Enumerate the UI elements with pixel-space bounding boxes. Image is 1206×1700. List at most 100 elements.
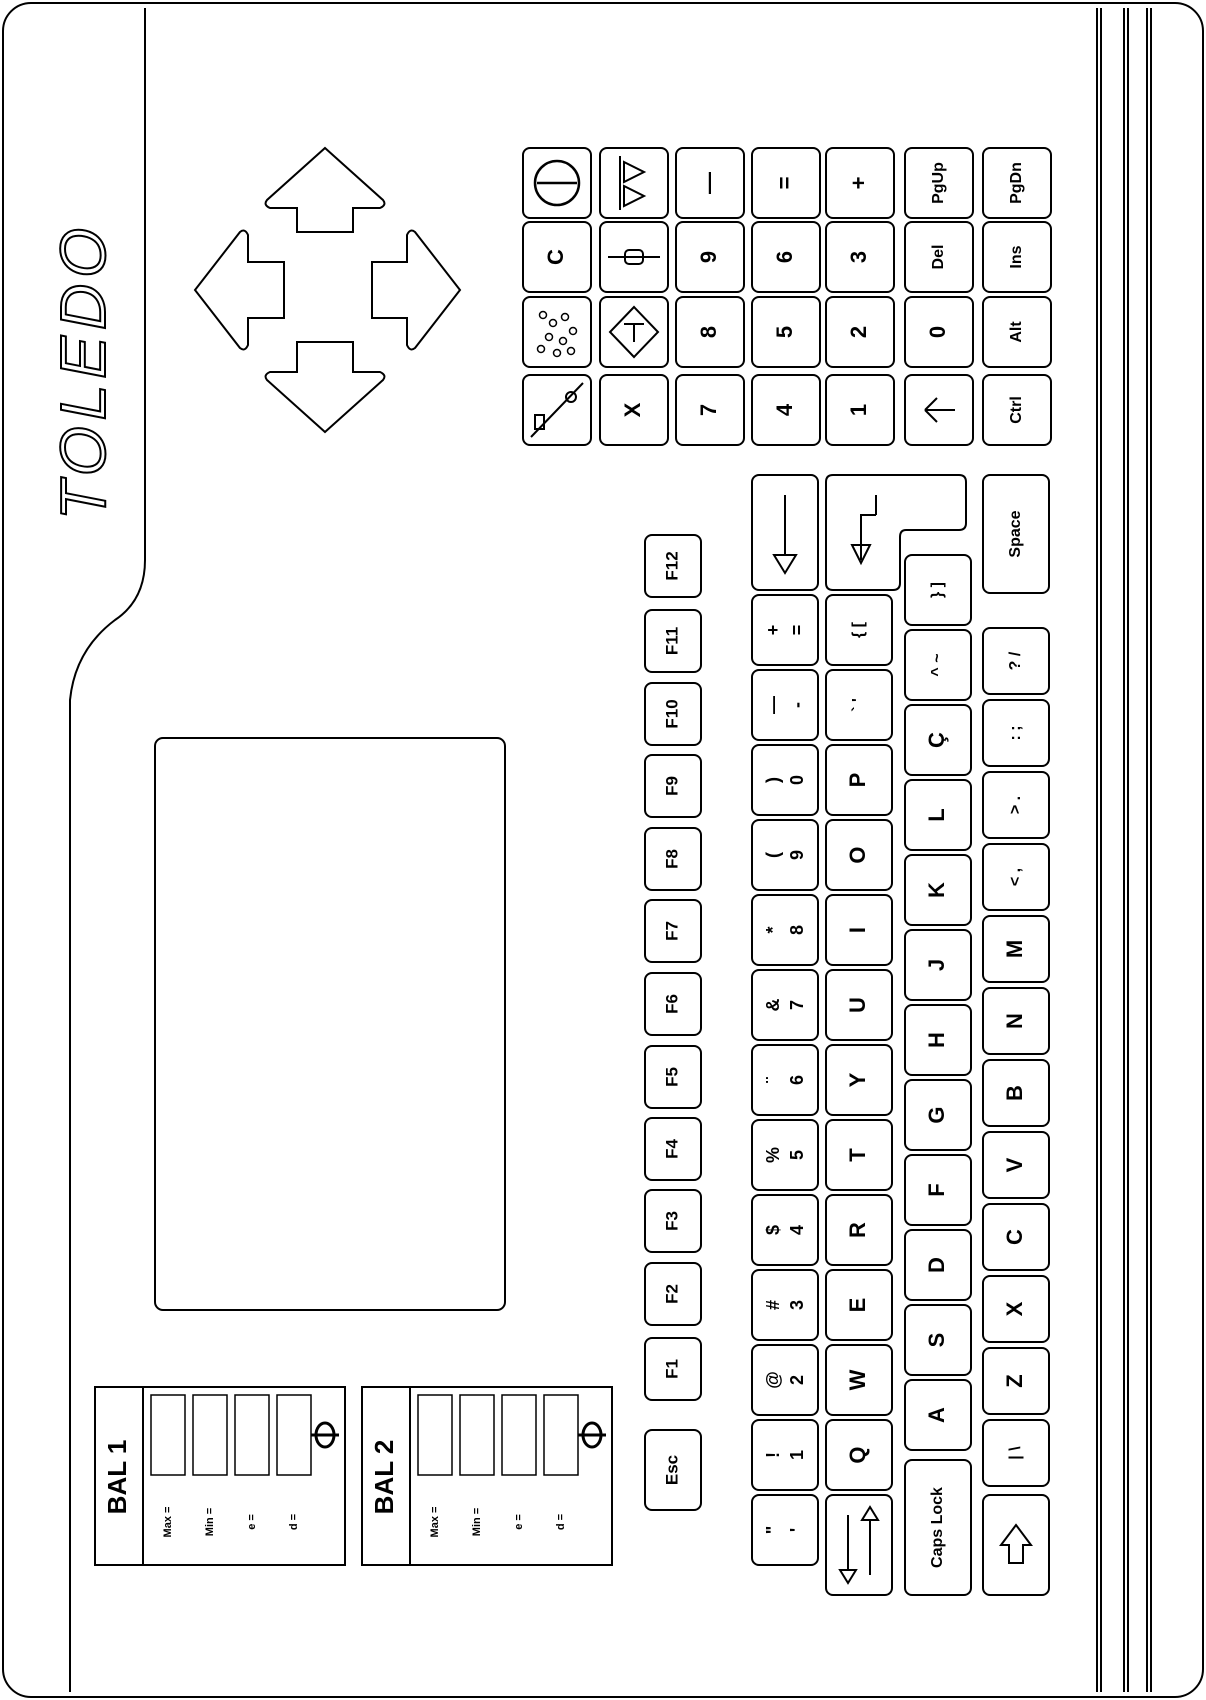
numpad-key-3[interactable]: 3 (825, 221, 895, 293)
numpad-key-6[interactable]: 6 (751, 221, 821, 293)
key-t[interactable]: T (825, 1119, 893, 1191)
space-key[interactable]: Space (982, 474, 1050, 594)
key-k[interactable]: K (904, 854, 972, 926)
key-2[interactable]: @2 (751, 1344, 819, 1416)
key-f[interactable]: F (904, 1154, 972, 1226)
key-f8[interactable]: F8 (644, 827, 702, 891)
key-w[interactable]: W (825, 1344, 893, 1416)
key-0[interactable]: )0 (751, 744, 819, 816)
key-sym[interactable]: += (751, 594, 819, 666)
key-d[interactable]: D (904, 1229, 972, 1301)
key-sym[interactable]: ^ ~ (904, 629, 972, 701)
key-f4[interactable]: F4 (644, 1117, 702, 1181)
arrow-up-icon[interactable] (264, 146, 386, 233)
key-4[interactable]: $4 (751, 1194, 819, 1266)
key-f3[interactable]: F3 (644, 1189, 702, 1253)
print-key[interactable] (522, 374, 592, 446)
key-sym[interactable]: —- (751, 669, 819, 741)
tab-key[interactable] (825, 1494, 893, 1596)
key-x[interactable]: X (982, 1275, 1050, 1343)
numpad-key-pgdn[interactable]: PgDn (982, 147, 1052, 219)
key-v[interactable]: V (982, 1131, 1050, 1199)
numpad-key-ins[interactable]: Ins (982, 221, 1052, 293)
numpad-key-alt[interactable]: Alt (982, 296, 1052, 368)
numpad-key-pgup[interactable]: PgUp (904, 147, 974, 219)
key-g[interactable]: G (904, 1079, 972, 1151)
numpad-key-9[interactable]: 9 (675, 221, 745, 293)
key-sym[interactable]: { [ (825, 594, 893, 666)
key-sym[interactable]: < , (982, 843, 1050, 911)
numpad-key-ctrl[interactable]: Ctrl (982, 374, 1052, 446)
key-sym[interactable]: | \ (982, 1419, 1050, 1487)
enter-key[interactable] (825, 474, 967, 591)
key-b[interactable]: B (982, 1059, 1050, 1127)
key-q[interactable]: Q (825, 1419, 893, 1491)
key-sym[interactable]: ` ' (825, 669, 893, 741)
key-6[interactable]: ¨6 (751, 1044, 819, 1116)
numpad-key-x[interactable]: X (599, 374, 669, 446)
key-sym[interactable]: ? / (982, 627, 1050, 695)
key-f1[interactable]: F1 (644, 1337, 702, 1401)
key-r[interactable]: R (825, 1194, 893, 1266)
key-3[interactable]: #3 (751, 1269, 819, 1341)
shift-key[interactable] (982, 1494, 1050, 1596)
numpad-key-5[interactable]: 5 (751, 296, 821, 368)
key-z[interactable]: Z (982, 1347, 1050, 1415)
key-9[interactable]: (9 (751, 819, 819, 891)
key-sym[interactable]: } ] (904, 554, 972, 626)
key-o[interactable]: O (825, 819, 893, 891)
caps-lock-key[interactable]: Caps Lock (904, 1459, 972, 1596)
key-f5[interactable]: F5 (644, 1045, 702, 1109)
numpad-key-4[interactable]: 4 (751, 374, 821, 446)
key-8[interactable]: *8 (751, 894, 819, 966)
key-f6[interactable]: F6 (644, 972, 702, 1036)
numpad-key-c[interactable]: C (522, 221, 592, 293)
numpad-key-sym[interactable]: + (825, 147, 895, 219)
key-u[interactable]: U (825, 969, 893, 1041)
pieces-key[interactable] (522, 296, 592, 368)
key-p[interactable]: P (825, 744, 893, 816)
key-1[interactable]: !1 (751, 1419, 819, 1491)
numpad-key-2[interactable]: 2 (825, 296, 895, 368)
key-sym[interactable]: "' (751, 1494, 819, 1566)
key-n[interactable]: N (982, 987, 1050, 1055)
numpad-key-sym[interactable]: — (675, 147, 745, 219)
arrow-left-icon[interactable] (193, 229, 285, 351)
zero-key[interactable] (599, 221, 669, 293)
key-m[interactable]: M (982, 915, 1050, 983)
key-f10[interactable]: F10 (644, 682, 702, 746)
key-y[interactable]: Y (825, 1044, 893, 1116)
key-sym[interactable]: : ; (982, 699, 1050, 767)
key-esc[interactable]: Esc (644, 1429, 702, 1511)
numpad-key-8[interactable]: 8 (675, 296, 745, 368)
key-7[interactable]: &7 (751, 969, 819, 1041)
key-e[interactable]: E (825, 1269, 893, 1341)
numpad-key-del[interactable]: Del (904, 221, 974, 293)
arrow-down-icon[interactable] (264, 341, 386, 434)
key-h[interactable]: H (904, 1004, 972, 1076)
key-s[interactable]: S (904, 1304, 972, 1376)
key-5[interactable]: %5 (751, 1119, 819, 1191)
key-f7[interactable]: F7 (644, 899, 702, 963)
tare-key[interactable] (599, 296, 669, 368)
shift-key[interactable] (904, 374, 974, 446)
arrow-right-icon[interactable] (371, 229, 462, 351)
key-a[interactable]: A (904, 1379, 972, 1451)
scale-select-key[interactable] (599, 147, 669, 219)
key-l[interactable]: L (904, 779, 972, 851)
key-c[interactable]: C (982, 1203, 1050, 1271)
numpad-key-sym[interactable]: = (751, 147, 821, 219)
numpad-key-1[interactable]: 1 (825, 374, 895, 446)
power-key[interactable] (522, 147, 592, 219)
key-sym[interactable]: Ç (904, 704, 972, 776)
numpad-key-0[interactable]: 0 (904, 296, 974, 368)
key-f11[interactable]: F11 (644, 609, 702, 673)
key-j[interactable]: J (904, 929, 972, 1001)
key-i[interactable]: I (825, 894, 893, 966)
numpad-key-7[interactable]: 7 (675, 374, 745, 446)
key-f9[interactable]: F9 (644, 754, 702, 818)
backspace-key[interactable] (751, 474, 819, 591)
key-f2[interactable]: F2 (644, 1262, 702, 1326)
key-sym[interactable]: > . (982, 771, 1050, 839)
key-f12[interactable]: F12 (644, 534, 702, 598)
